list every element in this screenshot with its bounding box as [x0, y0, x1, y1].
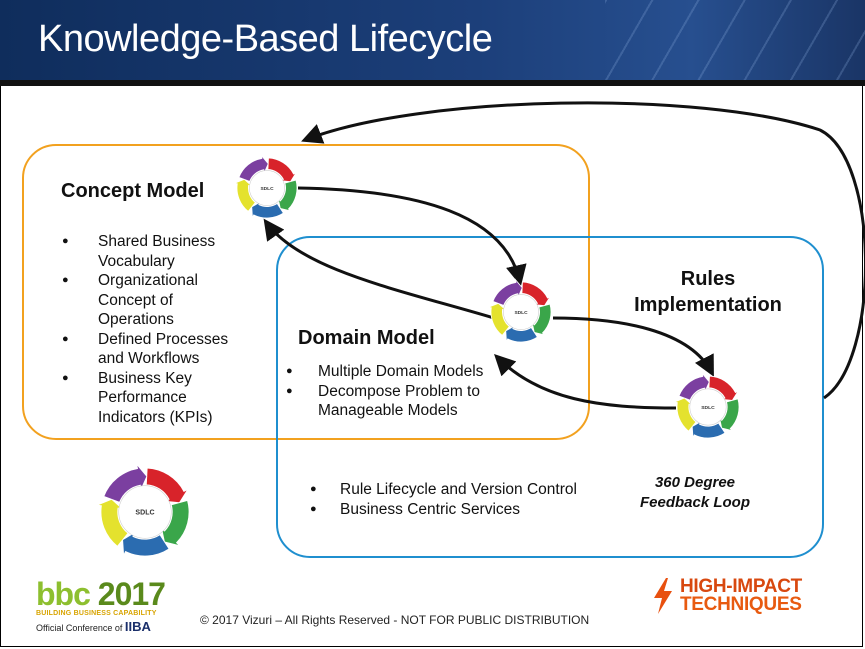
copyright-notice: © 2017 Vizuri – All Rights Reserved - NO…: [200, 613, 590, 627]
banner-divider: [0, 80, 865, 86]
domain-bullet: Multiple Domain Models: [286, 362, 483, 382]
rules-bullet: Business Centric Services: [310, 500, 577, 520]
page-title: Knowledge-Based Lifecycle: [38, 18, 493, 60]
concept-model-heading: Concept Model: [61, 180, 205, 202]
title-banner: Knowledge-Based Lifecycle: [0, 0, 865, 80]
banner-decoration: [605, 0, 865, 80]
lightning-bolt-icon: [654, 578, 672, 614]
high-impact-techniques-logo: HIGH-IMPACT TECHNIQUES: [652, 576, 842, 616]
rules-bullet: Rule Lifecycle and Version Control: [310, 480, 577, 500]
bbc-2017-logo: bbc 2017 BUILDING BUSINESS CAPABILITY Of…: [36, 576, 166, 634]
rules-implementation-bullets: Rule Lifecycle and Version Control Busin…: [310, 480, 577, 519]
domain-model-bullets: Multiple Domain Models Decompose Problem…: [286, 362, 483, 421]
domain-model-heading: Domain Model: [298, 327, 435, 349]
